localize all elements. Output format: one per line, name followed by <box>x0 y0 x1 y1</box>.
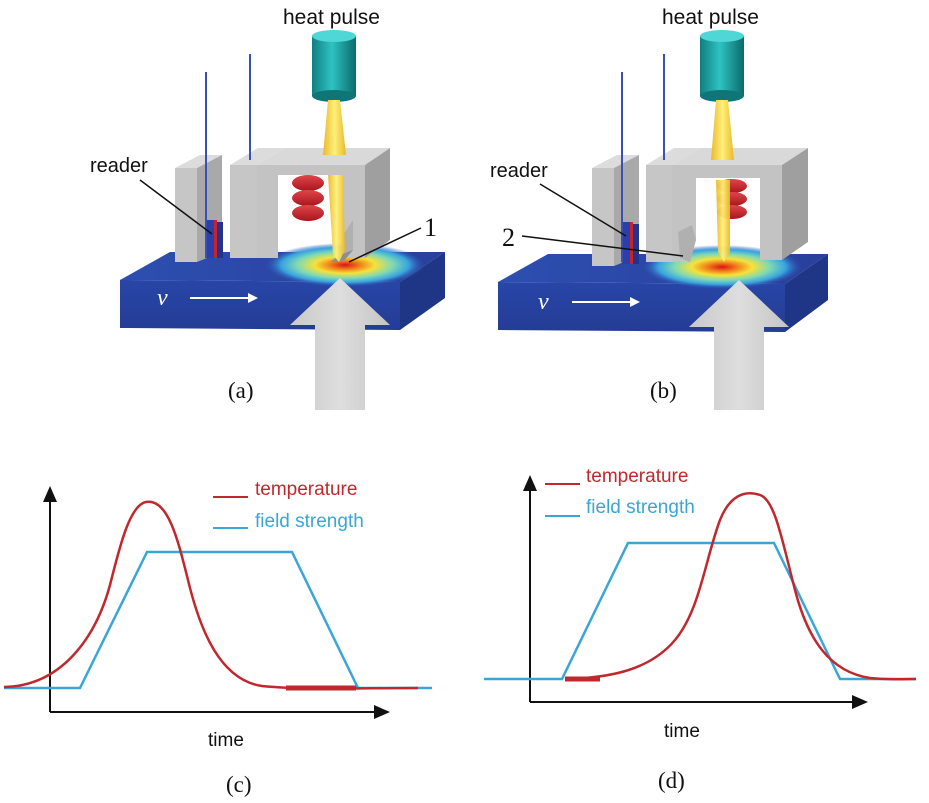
recording-medium <box>120 243 445 330</box>
reader-element <box>206 220 223 258</box>
laser-source <box>700 30 744 102</box>
legend-temperature-c: temperature <box>255 479 357 500</box>
y-axis-arrow-icon <box>523 475 537 491</box>
coil <box>292 175 324 221</box>
laser-beam <box>711 100 734 160</box>
xlabel-c: time <box>208 730 244 751</box>
panel-d: temperature field strength time (d) <box>484 466 917 793</box>
x-axis-arrow-icon <box>374 705 390 719</box>
reader-pointer-a <box>139 179 213 235</box>
reader-pointer-b <box>539 183 627 237</box>
velocity-arrow-b <box>572 297 640 307</box>
marker-pointer-2 <box>521 235 684 257</box>
legend-temperature-d: temperature <box>586 466 688 487</box>
up-arrow-icon <box>290 278 390 410</box>
temperature-curve-c <box>3 500 419 690</box>
field-strength-curve-d <box>484 541 916 681</box>
caption-c: (c) <box>226 772 252 797</box>
velocity-arrow-a <box>190 293 258 303</box>
caption-d: (d) <box>658 768 685 793</box>
marker-1: 1 <box>424 213 437 242</box>
panel-a: heat pulse reader 1 v (a) <box>90 6 445 410</box>
laser-beam <box>323 100 346 155</box>
up-arrow-icon <box>689 280 789 410</box>
reader-label-b: reader <box>490 160 548 182</box>
caption-a: (a) <box>228 378 254 403</box>
marker-2: 2 <box>502 223 515 252</box>
temperature-curve-d <box>564 492 917 681</box>
legend-field-c: field strength <box>255 511 364 532</box>
legend-field-d: field strength <box>586 497 695 518</box>
velocity-label-a: v <box>157 285 168 311</box>
field-strength-curve-c <box>4 550 432 690</box>
panel-c: temperature field strength time (c) <box>3 479 432 797</box>
reader-label-a: reader <box>90 155 148 177</box>
reader-element <box>622 222 639 264</box>
heat-pulse-label-b: heat pulse <box>662 6 759 29</box>
y-axis-arrow-icon <box>43 486 57 502</box>
velocity-label-b: v <box>538 289 549 315</box>
panel-b: heat pulse reader 2 v (b) <box>490 6 828 410</box>
xlabel-d: time <box>664 721 700 742</box>
heat-pulse-label-a: heat pulse <box>283 6 380 29</box>
x-axis-arrow-icon <box>852 695 868 709</box>
laser-source <box>312 30 356 102</box>
marker-pointer-1 <box>348 227 422 263</box>
caption-b: (b) <box>650 378 677 403</box>
